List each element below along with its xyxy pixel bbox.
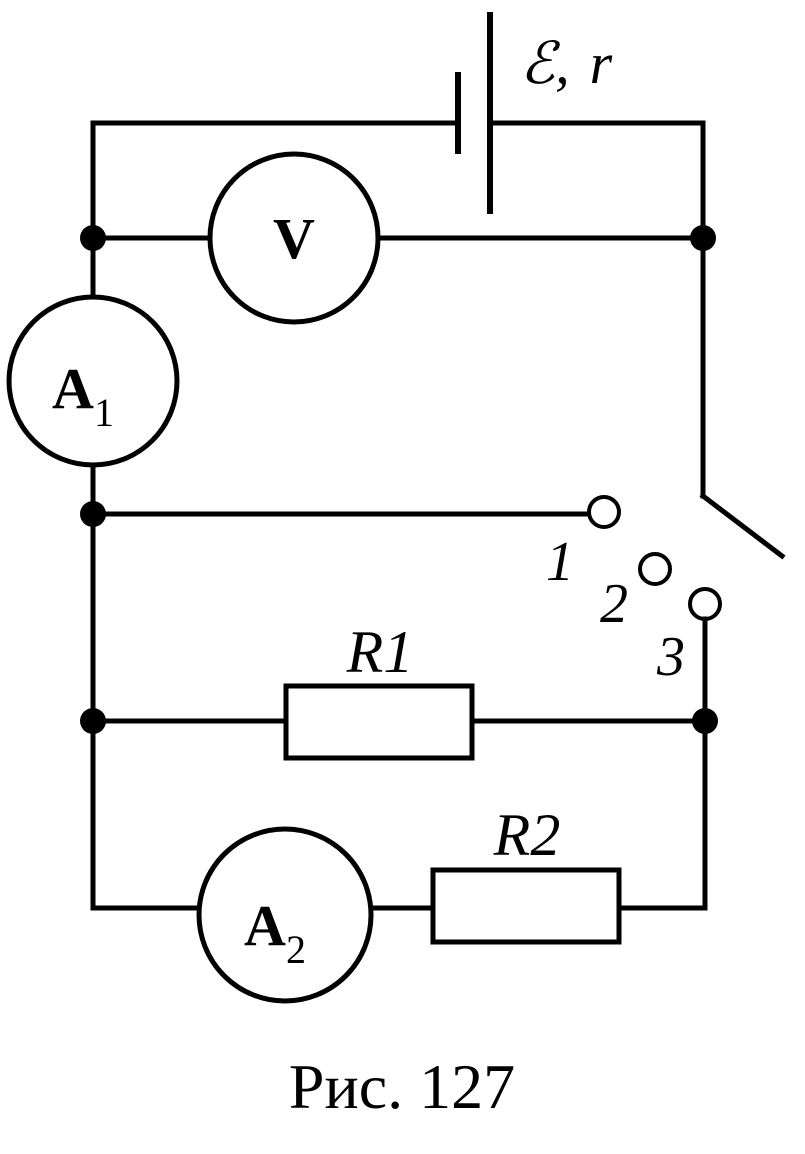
ammeter-2-letter: A (244, 893, 286, 958)
switch-position-3-label: 3 (656, 626, 685, 688)
ammeter-2-index: 2 (286, 927, 306, 972)
ammeter-1-letter: A (52, 356, 94, 421)
ammeter-2-circle (196, 826, 374, 1004)
source-label: ℰ, r (520, 31, 613, 96)
figure-caption: Рис. 127 (289, 1051, 515, 1122)
switch-terminal-1 (587, 495, 621, 529)
junction-node-r1-left (80, 708, 106, 734)
resistor-r2 (430, 867, 622, 945)
junction-node-middle-left (80, 501, 106, 527)
switch-terminal-3 (688, 587, 722, 621)
resistor-r1 (283, 683, 475, 761)
ammeter-1-label: A1 (52, 356, 114, 435)
switch-position-2-label: 2 (600, 573, 628, 635)
switch-lever (699, 492, 786, 560)
ammeter-1-index: 1 (94, 390, 114, 435)
switch-position-1-label: 1 (546, 531, 574, 593)
voltmeter-label: V (273, 206, 315, 271)
source-emf-symbol: ℰ (520, 31, 561, 96)
junction-node-top-left (80, 225, 106, 251)
junction-node-top-right (690, 225, 716, 251)
junction-node-r1-right (692, 708, 718, 734)
voltmeter-circle (207, 151, 381, 325)
ammeter-2-label: A2 (244, 893, 306, 972)
source-internal-resistance: r (590, 31, 613, 96)
resistor-r2-label: R2 (493, 802, 561, 868)
source-separator: , (555, 31, 570, 96)
switch-terminal-2 (638, 552, 672, 586)
resistor-r1-label: R1 (346, 619, 414, 685)
